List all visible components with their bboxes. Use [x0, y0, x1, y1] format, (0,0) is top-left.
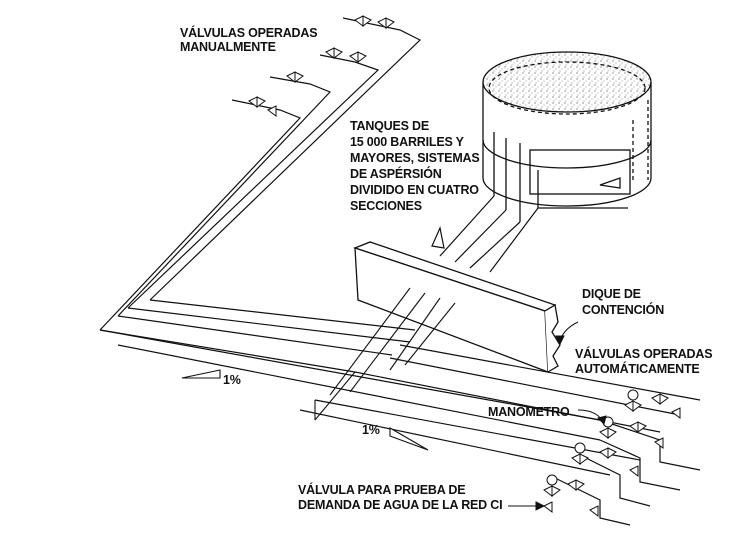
automatic-valve-set-2	[599, 416, 664, 449]
manual-valves-label-line1: VÁLVULAS OPERADAS	[180, 25, 317, 40]
tank-feed-pipes	[431, 195, 539, 273]
automatic-valve-set-1	[624, 389, 681, 419]
manometer-label: MANÓMETRO	[488, 404, 570, 419]
tanks-label-line4: DE ASPÉRSIÓN	[350, 166, 442, 181]
dike-label-line2: CONTENCIÓN	[582, 302, 664, 317]
automatic-valve-set-3	[571, 442, 639, 477]
tanks-label-line5: DIVIDIDO EN CUATRO	[350, 183, 479, 197]
test-valve-label-line2: DEMANDA DE AGUA DE LA RED CI	[298, 498, 502, 512]
dike-label-line1: DIQUE DE	[582, 287, 641, 301]
containment-dike	[314, 241, 561, 421]
tanks-label-line3: MAYORES, SISTEMAS	[350, 151, 480, 165]
slope-label-2: 1%	[362, 423, 380, 437]
auto-valves-label-line2: AUTOMÁTICAMENTE	[575, 361, 700, 376]
auto-valves-label-line1: VÁLVULAS OPERADAS	[575, 346, 712, 361]
storage-tank	[482, 51, 652, 222]
manual-valve-2-icon	[325, 47, 367, 63]
manual-valves-label-line2: MANUALMENTE	[180, 40, 276, 54]
manual-valve-1-icon	[354, 15, 395, 29]
slope-label-1: 1%	[223, 373, 241, 387]
tanks-label-line2: 15 000 BARRILES Y	[350, 135, 465, 149]
test-valve-set	[543, 474, 599, 517]
test-valve-label-line1: VÁLVULA PARA PRUEBA DE	[298, 482, 465, 497]
slope-indicator-2	[389, 427, 429, 451]
leader-arrows	[508, 321, 607, 511]
tanks-label-line1: TANQUES DE	[350, 119, 429, 133]
manual-valve-3-icon	[286, 71, 304, 83]
tanks-label-line6: SECCIONES	[350, 199, 422, 213]
manual-valve-4-icon	[248, 96, 277, 117]
slope-indicator-1	[181, 369, 221, 379]
